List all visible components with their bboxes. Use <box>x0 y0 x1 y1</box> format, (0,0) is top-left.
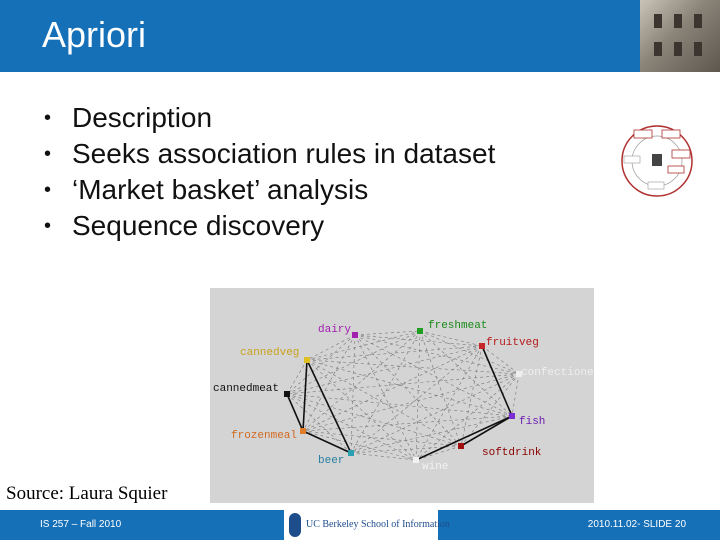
network-node-label: wine <box>422 461 448 473</box>
network-node <box>479 343 485 349</box>
network-node <box>413 457 419 463</box>
network-weak-link <box>354 334 462 447</box>
network-strong-link <box>481 345 513 417</box>
bullet-item: •Sequence discovery <box>44 208 495 244</box>
network-weak-link <box>419 330 462 447</box>
bullet-item: •‘Market basket’ analysis <box>44 172 495 208</box>
network-weak-link <box>286 373 520 395</box>
network-weak-link <box>350 373 520 454</box>
bullet-list: •Description •Seeks association rules in… <box>44 100 495 244</box>
network-node <box>304 357 310 363</box>
network-strong-link <box>306 359 352 454</box>
network-weak-link <box>286 334 356 395</box>
network-weak-link <box>306 359 462 447</box>
network-weak-link <box>415 445 462 461</box>
slide-number: 2010.11.02- SLIDE 20 <box>587 519 686 530</box>
network-node <box>417 328 423 334</box>
network-weak-link <box>286 359 308 395</box>
slide-header: Apriori <box>0 0 720 72</box>
photo-window <box>674 42 682 56</box>
network-weak-link <box>306 334 356 361</box>
network-node-label: fruitveg <box>486 337 539 349</box>
logo-text: UC Berkeley School of Information <box>306 519 450 530</box>
network-weak-link <box>415 345 483 461</box>
network-node-label: freshmeat <box>428 320 487 332</box>
network-weak-link <box>286 393 352 454</box>
slide-footer: IS 257 – Fall 2010 UC Berkeley School of… <box>0 510 720 540</box>
bullet-text: Description <box>72 102 213 133</box>
network-node-label: softdrink <box>482 447 542 459</box>
network-weak-link <box>354 330 421 336</box>
network-node <box>300 428 306 434</box>
network-weak-link <box>306 359 520 375</box>
network-weak-link <box>302 373 520 432</box>
network-weak-link <box>354 334 417 461</box>
photo-window <box>694 42 702 56</box>
bullet-text: ‘Market basket’ analysis <box>72 174 369 205</box>
network-node <box>509 413 515 419</box>
network-weak-link <box>415 373 520 461</box>
network-weak-link <box>302 330 421 432</box>
network-weak-link <box>481 345 520 375</box>
course-label: IS 257 – Fall 2010 <box>40 519 122 530</box>
logo-icon <box>289 513 301 537</box>
bullet-text: Seeks association rules in dataset <box>72 138 496 169</box>
network-weak-link <box>302 430 417 461</box>
slide-title: Apriori <box>42 14 147 55</box>
network-weak-link <box>286 330 421 395</box>
photo-window <box>674 14 682 28</box>
network-weak-link <box>350 334 356 454</box>
network-weak-link <box>306 345 483 361</box>
network-node <box>284 391 290 397</box>
network-node-label: cannedveg <box>240 347 299 359</box>
network-strong-link <box>460 415 513 447</box>
network-weak-link <box>286 393 462 447</box>
network-weak-link <box>354 334 483 347</box>
network-weak-link <box>302 334 356 432</box>
network-weak-link <box>302 430 462 447</box>
network-strong-link <box>286 393 304 432</box>
network-weak-link <box>306 359 417 461</box>
network-node <box>458 443 464 449</box>
network-node <box>348 450 354 456</box>
network-weak-link <box>350 345 483 454</box>
network-node-label: frozenmeal <box>231 430 297 442</box>
network-weak-link <box>511 373 520 417</box>
network-weak-link <box>415 330 421 461</box>
network-weak-link <box>286 393 513 417</box>
process-diagram-thumbnail <box>621 125 693 197</box>
network-weak-link <box>286 393 417 461</box>
ucb-school-logo: UC Berkeley School of Information <box>284 510 450 540</box>
network-weak-link <box>350 452 417 461</box>
network-strong-link <box>302 430 352 454</box>
network-node <box>352 332 358 338</box>
photo-window <box>654 14 662 28</box>
network-weak-link <box>306 359 513 417</box>
bullet-text: Sequence discovery <box>72 210 325 241</box>
network-node-label: fish <box>519 416 545 428</box>
network-node-label: beer <box>318 455 344 467</box>
network-strong-link <box>415 415 513 461</box>
source-caption: Source: Laura Squier <box>6 483 168 504</box>
bullet-item: •Description <box>44 100 495 136</box>
photo-window <box>654 42 662 56</box>
header-photo <box>640 0 720 72</box>
network-node-label: dairy <box>318 324 351 336</box>
photo-window <box>694 14 702 28</box>
network-weak-link <box>460 345 483 447</box>
network-strong-link <box>302 359 308 432</box>
association-network-graph: dairy freshmeat fruitveg cannedveg confectio… <box>210 288 594 503</box>
network-weak-link <box>306 330 421 361</box>
network-node-label: confectionery <box>521 367 594 379</box>
bullet-item: •Seeks association rules in dataset <box>44 136 495 172</box>
network-node-label: cannedmeat <box>213 383 279 395</box>
network-node <box>516 371 522 377</box>
network-weak-link <box>302 415 513 432</box>
network-weak-link <box>419 330 483 347</box>
